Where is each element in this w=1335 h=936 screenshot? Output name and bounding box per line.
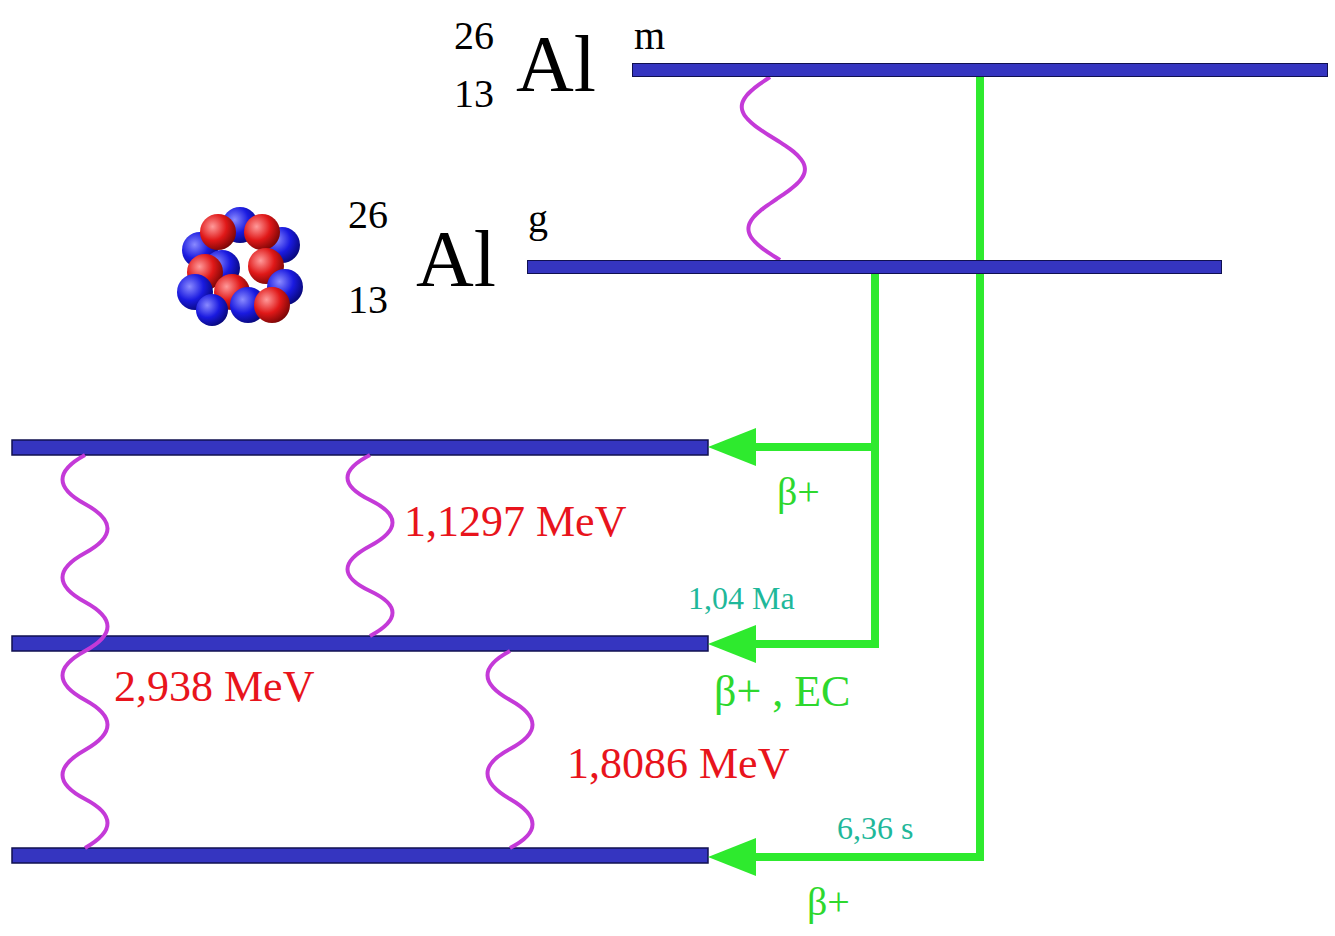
element-symbol: Al (516, 24, 596, 104)
arrowhead (708, 838, 756, 876)
decay-line (748, 443, 875, 451)
gamma-wave (488, 651, 533, 848)
half-life: 6,36 s (835, 812, 915, 844)
atomic-number: 13 (454, 74, 494, 114)
decay-mode: β+ , EC (712, 670, 852, 714)
nucleus-icon (177, 207, 303, 326)
gamma-wave (348, 455, 393, 636)
gamma-energy: 1,1297 MeV (402, 500, 628, 544)
energy-level-bar (632, 63, 1328, 77)
element-symbol: Al (416, 219, 496, 299)
decay-mode: β+ (805, 882, 852, 922)
energy-level (12, 848, 708, 863)
gamma-energy: 1,8086 MeV (565, 742, 791, 786)
energy-level (12, 440, 708, 455)
decay-mode: β+ (775, 472, 822, 512)
gamma-energy: 2,938 MeV (112, 665, 316, 709)
energy-level (12, 636, 708, 651)
mass-number: 26 (454, 16, 494, 56)
arrowhead (708, 428, 756, 466)
isotope-level: 2613Alg (340, 185, 1222, 300)
atomic-number: 13 (348, 280, 388, 320)
gamma-transition (742, 77, 805, 260)
gamma-wave (63, 455, 108, 848)
half-life: 1,04 Ma (686, 582, 797, 614)
isotope-level: 26 13 Alm (450, 10, 1328, 120)
energy-level-bar (527, 260, 1222, 274)
mass-number: 26 (348, 195, 388, 235)
arrowhead (708, 625, 756, 663)
daughter-levels (12, 440, 708, 863)
state-superscript: m (634, 16, 665, 56)
state-superscript: g (528, 199, 548, 239)
